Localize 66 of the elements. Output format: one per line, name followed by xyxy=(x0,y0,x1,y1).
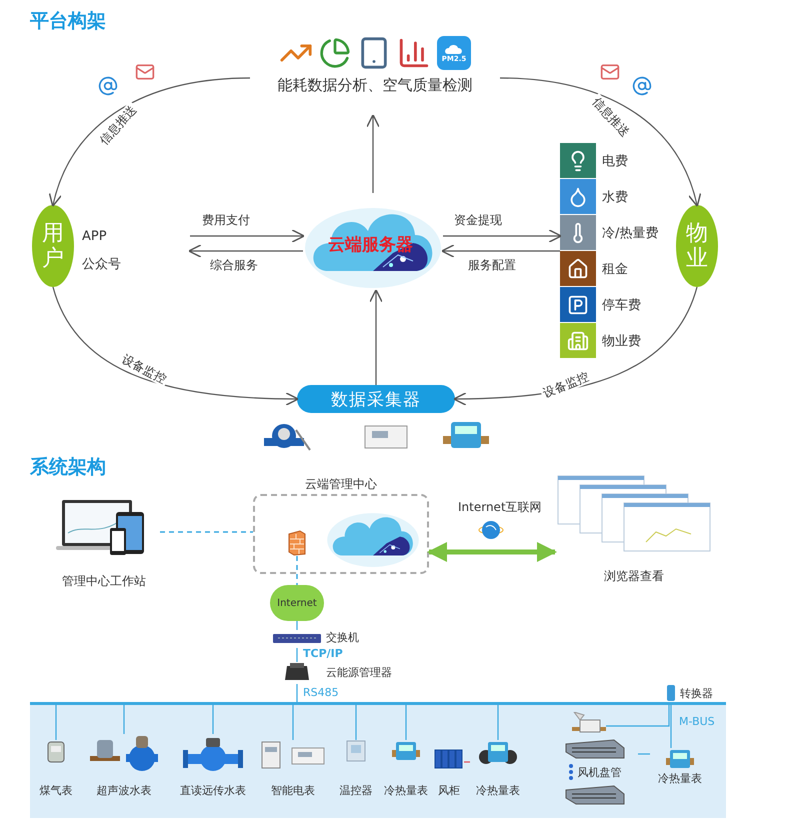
role-label: 物业 xyxy=(686,220,708,272)
edge-label: 资金提现 xyxy=(452,213,504,228)
connector-line xyxy=(123,705,125,734)
arrow xyxy=(369,289,383,385)
node-label: 云能源管理器 xyxy=(326,664,392,680)
fee-label: 水费 xyxy=(602,188,628,206)
node-label: 管理中心工作站 xyxy=(62,573,146,590)
device-label: 智能电表 xyxy=(271,783,315,798)
bus-line xyxy=(30,702,726,705)
arrow xyxy=(188,244,303,258)
connector-line xyxy=(638,753,650,755)
connector-line xyxy=(497,705,499,740)
edge-label: 服务配置 xyxy=(466,258,518,272)
connector-line xyxy=(160,531,253,533)
field-bus-panel xyxy=(30,704,726,818)
collector-pill xyxy=(297,385,455,413)
fee-label: 物业费 xyxy=(602,332,641,350)
edge-label: 费用支付 xyxy=(200,213,252,228)
arrow xyxy=(427,542,557,562)
section-heading: 系统架构 xyxy=(30,455,106,480)
arrow xyxy=(500,77,700,207)
edge-label: RS485 xyxy=(301,686,341,700)
fee-label: 停车费 xyxy=(602,296,641,314)
section-heading: 平台构架 xyxy=(30,9,106,34)
device-label: 冷热量表 xyxy=(384,783,428,798)
edge-label: M-BUS xyxy=(677,715,717,728)
cloud-label: Internet xyxy=(277,598,317,608)
device-label: 风机盘管 xyxy=(578,764,622,780)
edge-label: 综合服务 xyxy=(208,258,260,272)
connector-line xyxy=(296,556,298,585)
device-label: 冷热量表 xyxy=(658,771,702,786)
connector-line xyxy=(212,705,214,734)
channel-label: APP xyxy=(82,228,107,244)
connector-line xyxy=(296,648,298,662)
device-label: 煤气表 xyxy=(40,783,72,798)
device-label: 直读远传水表 xyxy=(180,783,246,798)
connector-line xyxy=(296,684,298,702)
arrow xyxy=(366,114,380,193)
device-label: 温控器 xyxy=(340,783,372,798)
edge-label: TCP/IP xyxy=(301,647,345,660)
arrow xyxy=(52,286,299,406)
connector-line xyxy=(55,705,57,740)
role-label: 用户 xyxy=(42,220,64,272)
arrow xyxy=(50,77,250,207)
connector-line xyxy=(355,705,357,740)
connector-line xyxy=(606,704,670,727)
fee-label: 冷/热量费 xyxy=(602,224,658,242)
arrow xyxy=(441,244,560,258)
frame-title: 云端管理中心 xyxy=(305,477,377,491)
arrow xyxy=(443,229,562,243)
connector-line xyxy=(292,705,294,740)
collector-label: 数据采集器 xyxy=(331,388,421,410)
connector-line xyxy=(405,705,407,740)
arrow xyxy=(190,229,305,243)
connector-line xyxy=(670,704,672,748)
device-label: 冷热量表 xyxy=(476,783,520,798)
internet-cloud xyxy=(270,585,324,621)
node-label: 转换器 xyxy=(680,686,713,700)
node-label: 浏览器查看 xyxy=(604,568,664,585)
device-label: 超声波水表 xyxy=(96,783,152,798)
node-label: 交换机 xyxy=(326,630,359,645)
device-label: 风柜 xyxy=(438,783,460,798)
fee-label: 租金 xyxy=(602,260,628,278)
fee-label: 电费 xyxy=(602,152,628,170)
title-text: 能耗数据分析、空气质量检测 xyxy=(278,76,472,95)
channel-label: 公众号 xyxy=(82,257,121,272)
